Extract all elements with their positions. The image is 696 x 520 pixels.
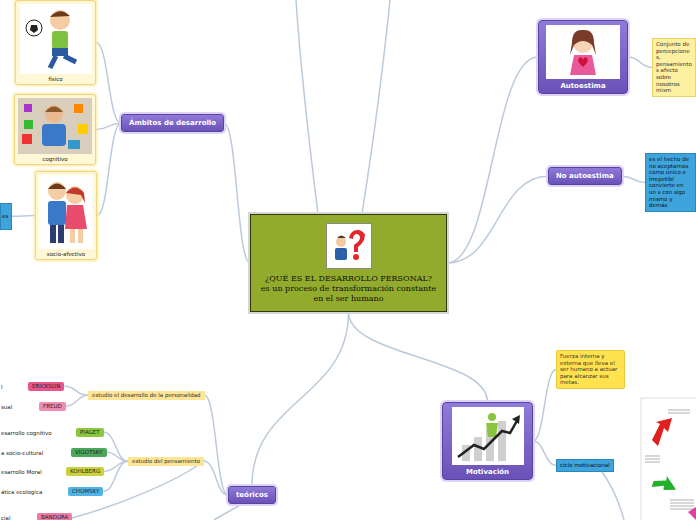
picture-frame (326, 223, 372, 269)
node-title: Conjunto de percepciones, pensamientos a… (656, 41, 692, 94)
group-label: estudio del pensamiento (128, 457, 204, 466)
branch-connector (66, 395, 88, 406)
node-title: KOHLBERG (70, 468, 100, 475)
node-title: ciclo motivacional (560, 462, 610, 469)
picture-frame (546, 25, 620, 79)
theorist-tag: FREUD (39, 402, 66, 411)
image-card: físico (15, 0, 96, 85)
child-football-picture (20, 4, 92, 74)
image-card: socio-afectivo (35, 171, 97, 260)
side-label: sual (1, 404, 12, 411)
node-title: socio-afectivo (39, 251, 93, 257)
branch-box: No autoestima (548, 167, 622, 185)
branch-connector (447, 57, 538, 263)
branch-connector (204, 461, 228, 495)
central-topic: ¿QUÉ ES EL DESARROLLO PERSONAL?es un pro… (250, 214, 447, 312)
node-title: VIGOTSKY (75, 449, 103, 456)
branch-connector (64, 386, 88, 395)
theorist-tag: CHOMSKY (68, 487, 103, 496)
node-title: cognitivo (18, 156, 92, 162)
branch-connector (205, 395, 228, 495)
branch-connector (96, 43, 121, 124)
node-title: Ámbitos de desarrollo (129, 119, 216, 127)
branch-connector (533, 369, 556, 441)
branch-connector (103, 461, 128, 491)
theorist-tag: VIGOTSKY (71, 448, 107, 457)
node-title: Motivación (447, 468, 528, 476)
branch-connector (628, 57, 652, 67)
group-label: estudio el desarrollo de la personalidad (88, 391, 205, 400)
side-label: ática ecologica (1, 489, 42, 496)
node-title: ¿QUÉ ES EL DESARROLLO PERSONAL? (259, 274, 438, 284)
side-label: a socio-cultural (1, 450, 43, 457)
node-title: es (2, 213, 10, 220)
branch-connector (252, 312, 349, 486)
node-title: BANDURA (41, 514, 68, 520)
node-body: es un proceso de transformación constant… (259, 284, 438, 304)
picture-frame (452, 407, 524, 465)
callout-tag: ciclo motivacional (556, 459, 614, 472)
callout-box: Conjunto de percepciones, pensamientos a… (652, 38, 696, 97)
node-title: estudio el desarrollo de la personalidad (92, 392, 201, 399)
branch-connector (533, 441, 556, 465)
branch-connector (447, 176, 548, 263)
node-title: estudio del pensamiento (132, 458, 200, 465)
side-label: l (1, 384, 3, 391)
children-hug-picture (39, 175, 93, 249)
theorist-tag: BANDURA (37, 513, 72, 520)
callout-box: es el hecho de no aceptarnos como único … (645, 153, 696, 212)
picture-frame (20, 4, 92, 74)
image-card: cognitivo (14, 94, 96, 165)
branch-connector (107, 452, 128, 461)
node-title: teóricos (236, 491, 268, 499)
node-title: físico (19, 76, 92, 82)
branch-connector (97, 123, 121, 215)
branch-connector (224, 123, 250, 263)
image-card: Motivación (442, 402, 533, 480)
node-title: No autoestima (556, 172, 614, 180)
question-icon (327, 224, 371, 268)
picture-frame (39, 175, 93, 249)
node-title: CHOMSKY (72, 488, 99, 495)
branch-connector (104, 432, 128, 461)
growth-chart-picture (452, 407, 524, 465)
motivation-cycle-figure (641, 398, 696, 520)
branch-connector (12, 215, 35, 217)
node-title: Fuerza interna y externa que lleva el se… (560, 353, 621, 386)
branch-box: Ámbitos de desarrollo (121, 114, 224, 132)
side-label: esarrollo cognitivo (1, 430, 52, 437)
callout-box: Fuerza interna y externa que lleva el se… (556, 350, 625, 389)
theorist-tag: KOHLBERG (66, 467, 104, 476)
node-title: PIAGET (80, 429, 100, 436)
image-card: Autoestima (538, 20, 628, 94)
side-label: cial (1, 515, 10, 520)
theorist-tag: ERICKSON (28, 382, 64, 391)
picture-frame (18, 98, 92, 154)
side-label: esarrollo Moral (1, 469, 42, 476)
theorist-tag: PIAGET (76, 428, 104, 437)
node-title: Autoestima (543, 82, 623, 90)
branch-connector (349, 312, 488, 402)
node-title: es el hecho de no aceptarnos como único … (649, 156, 692, 209)
node-title: FREUD (43, 403, 62, 410)
callout-box: es (0, 203, 12, 230)
girl-heart-picture (546, 25, 620, 79)
child-blocks-picture (18, 98, 92, 154)
branch-box: teóricos (228, 486, 276, 504)
branch-connector (622, 176, 645, 182)
node-title: ERICKSON (32, 383, 60, 390)
